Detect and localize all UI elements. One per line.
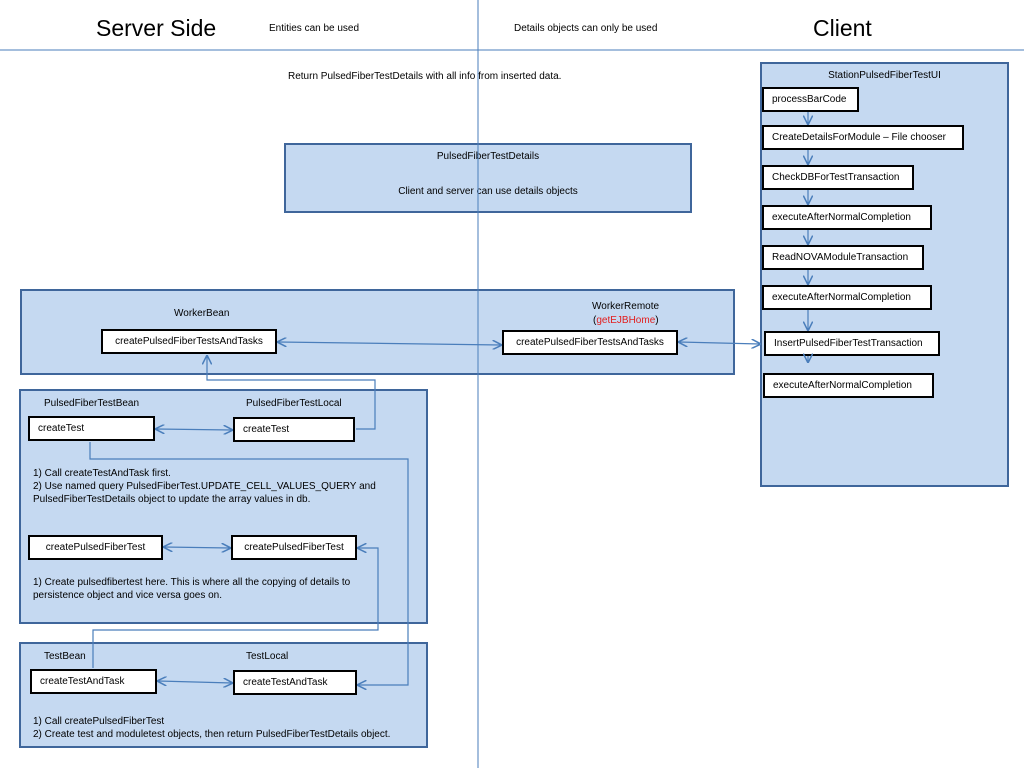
worker-remote-ejb: (getEJBHome) [593,315,659,326]
remote-client-arrow [679,342,760,344]
test-local-create-test-and-task-button[interactable]: createTestAndTask [233,670,357,695]
create-pft-arrow [164,547,230,548]
details-panel-text: Client and server can use details object… [398,186,578,197]
entities-note: Entities can be used [269,23,360,34]
local-to-worker-connector [207,356,376,430]
test-bean-to-pft-local-connector [92,548,379,668]
step-execute-after-normal-completion-1[interactable]: executeAfterNormalCompletion [762,205,932,230]
details-panel: PulsedFiberTestDetails Client and server… [284,143,692,213]
step-create-details-for-module[interactable]: CreateDetailsForModule – File chooser [762,125,964,150]
details-note: Details objects can only be used [514,23,658,34]
bean-remote-arrow [278,342,501,345]
pft-notes-1: 1) Call createTestAndTask first. 2) Use … [33,468,376,505]
create-test-arrow [156,429,232,430]
client-title: Client [813,15,872,41]
worker-remote-method-button[interactable]: createPulsedFiberTestsAndTasks [502,330,678,355]
test-bean-label: TestBean [44,651,86,662]
step-read-nova-module-transaction[interactable]: ReadNOVAModuleTransaction [762,245,924,270]
test-panel: TestBean TestLocal 1) Call createPulsedF… [19,642,428,748]
test-notes: 1) Call createPulsedFiberTest 2) Create … [33,716,391,740]
pft-notes-2: 1) Create pulsedfibertest here. This is … [33,577,351,601]
step-insert-pulsed-fiber-test-transaction[interactable]: InsertPulsedFiberTestTransaction [764,331,940,356]
worker-bean-label: WorkerBean [174,308,230,319]
pft-local-create-pft-button[interactable]: createPulsedFiberTest [231,535,357,560]
pft-bean-create-test-button[interactable]: createTest [28,416,155,441]
top-note: Return PulsedFiberTestDetails with all i… [288,71,562,82]
server-side-title: Server Side [96,15,217,41]
client-ui-title: StationPulsedFiberTestUI [828,70,941,81]
step-process-bar-code[interactable]: processBarCode [762,87,859,112]
pft-local-label: PulsedFiberTestLocal [246,398,342,409]
worker-remote-label: WorkerRemote [592,301,660,312]
create-test-and-task-arrow [158,681,232,683]
pft-local-create-test-button[interactable]: createTest [233,417,355,442]
create-test-to-test-local-connector [89,442,409,685]
test-local-label: TestLocal [246,651,289,662]
worker-bean-method-button[interactable]: createPulsedFiberTestsAndTasks [101,329,277,354]
step-execute-after-normal-completion-3[interactable]: executeAfterNormalCompletion [763,373,934,398]
step-execute-after-normal-completion-2[interactable]: executeAfterNormalCompletion [762,285,932,310]
ejb-home-text: getEJBHome [596,315,656,326]
details-panel-title: PulsedFiberTestDetails [436,151,540,162]
pft-bean-label: PulsedFiberTestBean [44,398,140,409]
step-check-db-for-test-transaction[interactable]: CheckDBForTestTransaction [762,165,914,190]
test-bean-create-test-and-task-button[interactable]: createTestAndTask [30,669,157,694]
pft-bean-create-pft-button[interactable]: createPulsedFiberTest [28,535,163,560]
